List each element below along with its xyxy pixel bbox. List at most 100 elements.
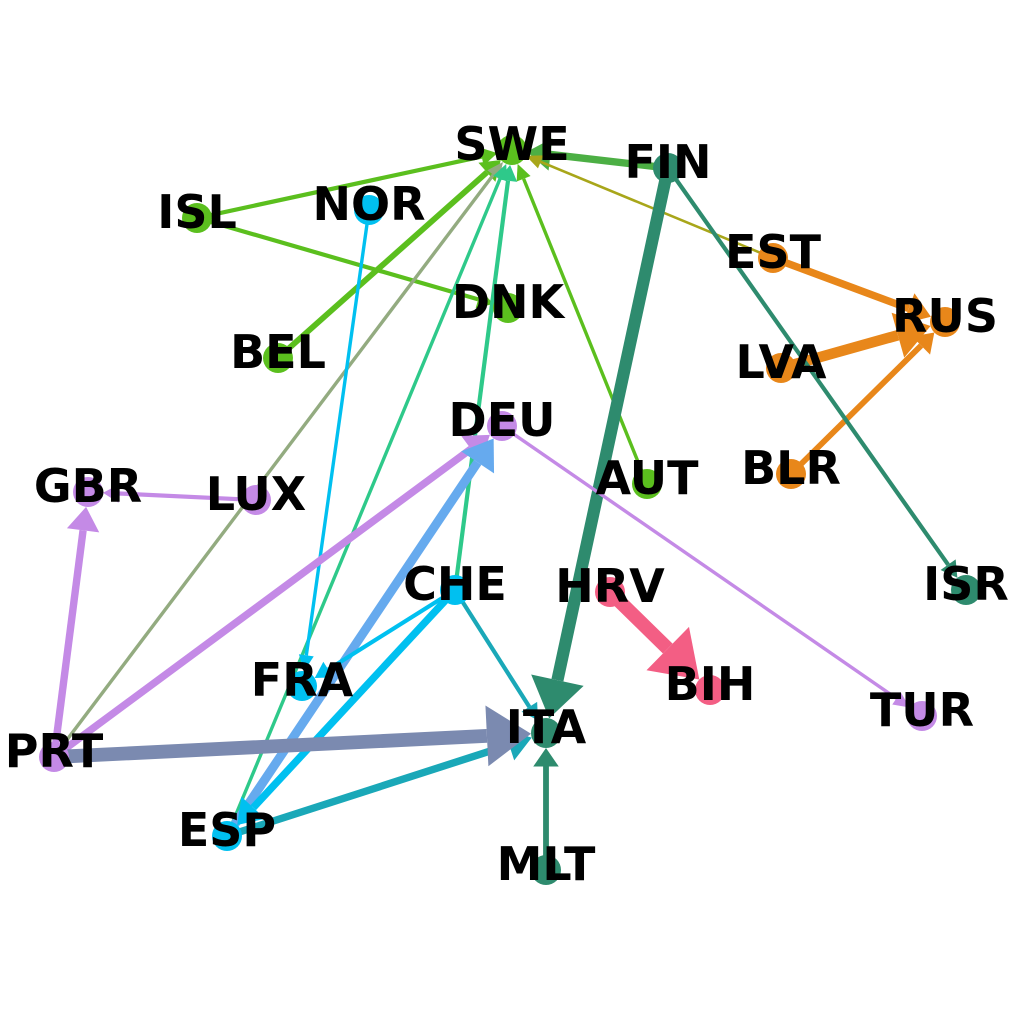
node-label-est: EST — [725, 225, 822, 279]
node-nor — [354, 195, 384, 225]
edge-line — [279, 170, 489, 358]
node-dnk — [493, 293, 523, 323]
edge-line — [118, 491, 253, 502]
edge-arrowhead — [903, 293, 931, 324]
node-isl — [182, 203, 212, 233]
edge-esp-deu — [225, 438, 495, 836]
edge-line — [250, 590, 455, 811]
node-hrv — [595, 577, 625, 607]
node-label-lux: LUX — [206, 467, 307, 521]
edge-line — [455, 592, 532, 708]
edge-line — [522, 178, 648, 481]
edge-arrowhead — [525, 155, 544, 169]
edge-arrowhead — [461, 438, 495, 474]
node-label-rus: RUS — [892, 289, 998, 343]
edge-nor-fra — [298, 213, 371, 672]
node-label-isr: ISR — [923, 557, 1009, 611]
node-gbr — [73, 477, 103, 507]
edge-arrowhead — [892, 692, 910, 708]
edge-line — [504, 426, 898, 700]
edge-arrowhead — [237, 796, 266, 825]
node-label-fra: FRA — [251, 653, 354, 707]
edge-che-esp — [237, 590, 455, 825]
edge-line — [55, 173, 495, 755]
edge-line — [550, 150, 665, 172]
node-label-nor: NOR — [312, 177, 425, 231]
node-label-aut: AUT — [596, 451, 700, 505]
edge-hrv-bih — [608, 589, 700, 680]
node-che — [440, 575, 470, 605]
edge-isl-dnk — [200, 217, 494, 309]
node-mlt — [531, 855, 561, 885]
node-label-mlt: MLT — [497, 837, 596, 891]
edge-line — [608, 589, 673, 654]
edge-est-rus — [775, 255, 931, 324]
node-tur — [907, 701, 937, 731]
edge-line — [57, 728, 488, 764]
edge-arrowhead — [102, 484, 120, 503]
node-swe — [497, 135, 527, 165]
node-blr — [776, 459, 806, 489]
edge-arrowhead — [298, 654, 314, 672]
edge-deu-tur — [504, 426, 910, 708]
edge-arrowhead — [646, 626, 700, 680]
edge-che-ita — [455, 592, 538, 721]
node-label-che: CHE — [403, 557, 507, 611]
node-lva — [766, 353, 796, 383]
edge-line — [327, 590, 453, 672]
edge-prt-gbr — [50, 506, 100, 754]
edge-arrowhead — [533, 748, 559, 767]
edge-arrowhead — [940, 559, 958, 578]
node-label-swe: SWE — [454, 117, 569, 171]
edge-arrowhead — [516, 163, 531, 182]
node-bih — [695, 675, 725, 705]
node-label-fin: FIN — [624, 135, 711, 189]
node-aut — [632, 469, 662, 499]
node-label-gbr: GBR — [34, 459, 142, 513]
edge-lux-gbr — [102, 484, 253, 503]
node-label-lva: LVA — [735, 335, 826, 389]
node-fra — [287, 671, 317, 701]
edge-line — [200, 154, 483, 220]
node-label-deu: DEU — [449, 393, 556, 447]
edge-line — [50, 529, 87, 754]
node-label-blr: BLR — [741, 441, 841, 495]
edge-blr-rus — [791, 332, 935, 474]
edge-mlt-ita — [533, 748, 559, 866]
node-label-hrv: HRV — [555, 559, 665, 613]
edge-arrowhead — [498, 164, 518, 182]
edge-line — [775, 255, 911, 312]
edge-prt-ita — [57, 705, 532, 767]
edge-fin-isr — [668, 170, 958, 578]
edge-line — [55, 446, 474, 758]
node-ita — [531, 718, 561, 748]
node-deu — [487, 411, 517, 441]
node-label-bel: BEL — [230, 325, 326, 379]
edge-che-fra — [314, 590, 453, 679]
edge-arrowhead — [66, 506, 100, 533]
node-isr — [951, 575, 981, 605]
edge-fin-ita — [531, 170, 674, 719]
node-label-tur: TUR — [870, 683, 974, 737]
edge-line — [668, 170, 950, 566]
node-label-isl: ISL — [157, 185, 237, 239]
edge-line — [226, 177, 502, 833]
node-fin — [653, 153, 683, 183]
edge-arrowhead — [485, 705, 532, 767]
edges-layer — [50, 138, 958, 866]
edge-arrowhead — [475, 290, 494, 309]
edge-aut-swe — [516, 163, 648, 481]
edge-line — [200, 217, 479, 302]
edge-isl-swe — [200, 147, 498, 220]
edge-line — [304, 213, 371, 656]
edge-line — [791, 343, 924, 474]
edge-line — [453, 180, 511, 587]
node-label-ita: ITA — [506, 700, 587, 754]
node-label-esp: ESP — [178, 803, 276, 857]
edge-arrowhead — [479, 147, 498, 166]
edge-line — [225, 459, 482, 836]
edge-arrowhead — [526, 138, 553, 171]
node-bel — [263, 343, 293, 373]
